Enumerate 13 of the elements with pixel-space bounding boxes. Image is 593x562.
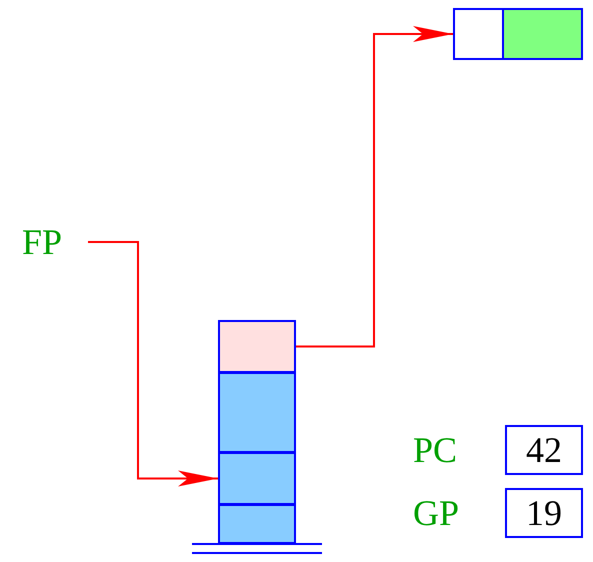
stack-cell [218,504,296,544]
arrow [296,26,453,348]
register-value: 19 [505,488,583,538]
register-label: GP [413,493,460,533]
heap-cell [453,8,504,60]
pointer-label: FP [22,222,88,262]
arrow [88,241,218,486]
register-label: PC [413,430,458,470]
stack-cell [218,320,296,373]
register-value: 42 [505,425,583,475]
stack-cell [218,452,296,505]
heap-cell [502,8,583,60]
stack-cell [218,372,296,453]
